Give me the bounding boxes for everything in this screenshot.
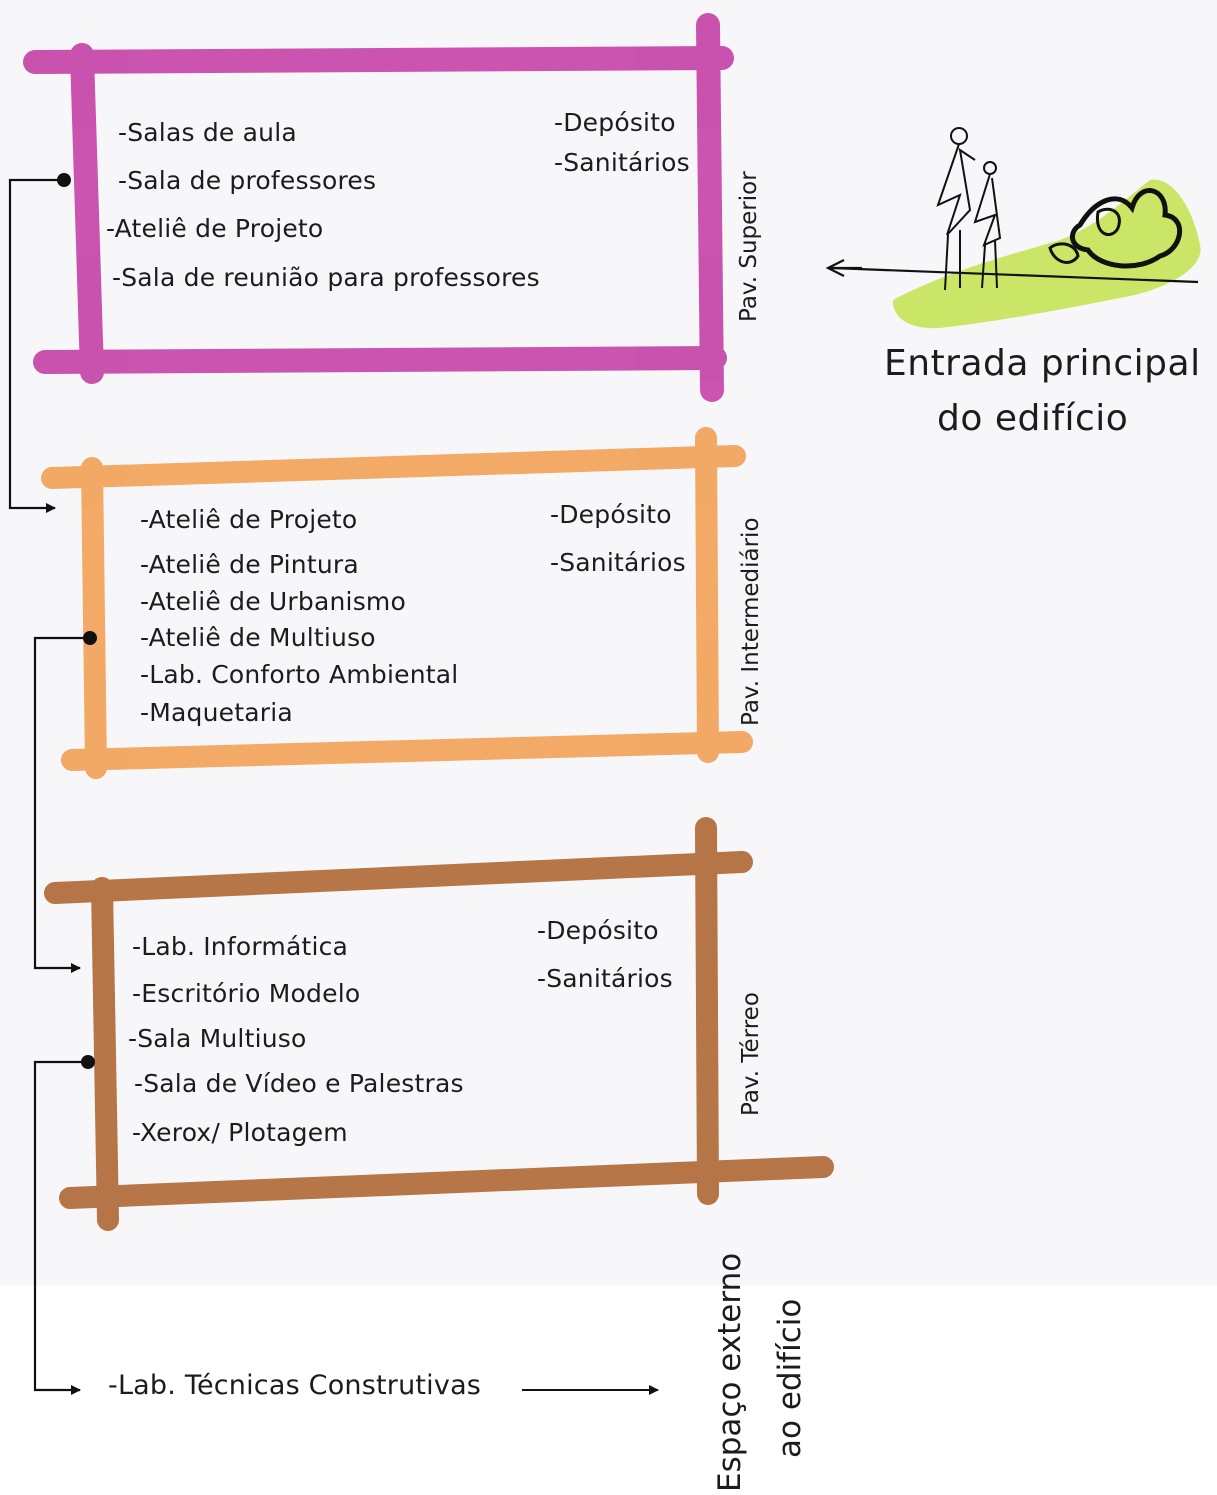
room-label: -Ateliê de Projeto: [106, 214, 324, 243]
floor-name-terreo: Pav. Térreo: [738, 992, 764, 1116]
room-label: -Lab. Conforto Ambiental: [140, 660, 459, 689]
external-label-line2: ao edifício: [772, 1298, 808, 1458]
paper-background: [0, 0, 1217, 1285]
service-label: -Sanitários: [554, 148, 690, 177]
frame-terreo: [44, 817, 834, 1231]
room-label: -Ateliê de Multiuso: [140, 623, 376, 652]
room-label: -Sala Multiuso: [128, 1024, 307, 1053]
room-label: -Salas de aula: [118, 118, 297, 147]
service-label: -Depósito: [554, 108, 676, 137]
room-label: -Maquetaria: [140, 698, 293, 727]
service-label: -Sanitários: [550, 548, 686, 577]
room-label: -Sala de reunião para professores: [112, 263, 540, 292]
room-label: -Ateliê de Projeto: [140, 505, 358, 534]
floor-name-superior: Pav. Superior: [736, 171, 762, 322]
entrance-label-line1: Entrada principal: [884, 343, 1201, 384]
room-label: -Xerox/ Plotagem: [132, 1118, 348, 1147]
room-label: -Ateliê de Urbanismo: [140, 587, 406, 616]
external-room-label: -Lab. Técnicas Construtivas: [108, 1370, 482, 1401]
entrance-label-line2: do edifício: [937, 398, 1129, 439]
room-label: -Ateliê de Pintura: [140, 550, 359, 579]
floor-name-intermediario: Pav. Intermediário: [738, 517, 764, 726]
room-label: -Sala de professores: [118, 166, 377, 195]
service-label: -Depósito: [550, 500, 672, 529]
entrance-sketch-illustration: [825, 127, 1201, 329]
service-label: -Depósito: [537, 916, 659, 945]
room-label: -Escritório Modelo: [132, 979, 361, 1008]
connector-superior-to-intermediario: [8, 173, 71, 513]
connector-terreo-to-external: [33, 1055, 95, 1395]
room-label: -Sala de Vídeo e Palestras: [134, 1069, 464, 1098]
service-label: -Sanitários: [537, 964, 673, 993]
frame-superior: [23, 13, 734, 402]
connector-intermediario-to-terreo: [33, 631, 97, 973]
external-label-line1: Espaço externo: [712, 1252, 748, 1492]
frame-intermediario: [41, 427, 753, 779]
room-label: -Lab. Informática: [132, 932, 349, 961]
